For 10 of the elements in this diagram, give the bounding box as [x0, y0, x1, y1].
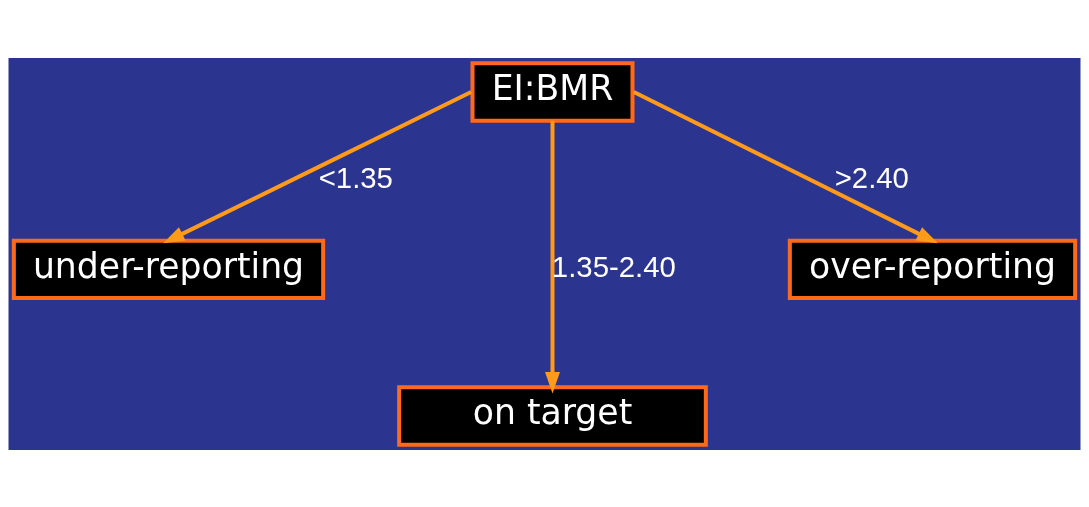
node-box: EI:BMR	[470, 60, 635, 123]
arrow	[163, 89, 473, 243]
edge-label: <1.35	[318, 160, 393, 194]
arrow	[632, 89, 938, 243]
arrow	[545, 120, 560, 393]
edge-label: >2.40	[834, 160, 909, 194]
node-box: on target	[397, 384, 708, 447]
edge-label: 1.35-2.40	[551, 249, 676, 283]
node-box: over-reporting	[787, 238, 1078, 300]
node-box: under-reporting	[11, 238, 326, 300]
